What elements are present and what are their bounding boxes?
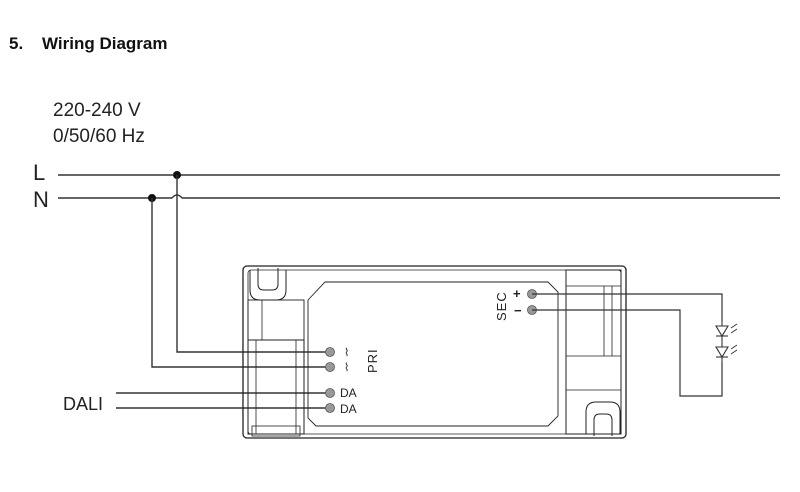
driver-housing (242, 265, 627, 439)
pri-terminal-1 (325, 347, 335, 357)
housing-outline (242, 265, 627, 439)
section-heading: 5. Wiring Diagram (9, 34, 167, 54)
dali-terminal-label-1: DA (340, 386, 357, 400)
sec-plus-sign: + (513, 286, 521, 301)
supply-voltage: 220-240 V (53, 100, 141, 121)
led-1-icon (715, 321, 738, 347)
pri-terminal-2 (325, 362, 335, 372)
supply-frequency: 0/50/60 Hz (53, 126, 145, 147)
sec-plus-wire (532, 293, 723, 321)
live-label: L (33, 160, 45, 185)
pri-label: PRI (365, 348, 380, 373)
section-title: Wiring Diagram (42, 34, 168, 53)
dali-terminal-label-2: DA (340, 402, 357, 416)
label-panel (307, 281, 559, 427)
sec-label: SEC (494, 291, 509, 321)
led-2-icon (715, 344, 738, 362)
neutral-label: N (33, 187, 49, 212)
sec-minus-wire (532, 309, 723, 397)
dali-label: DALI (63, 394, 103, 414)
pri-terminal-symbol-2: ⌇ (344, 362, 349, 374)
pri-terminal-symbol-1: ⌇ (344, 347, 349, 359)
section-number: 5. (9, 34, 24, 53)
neutral-drop-wire (151, 198, 330, 368)
dali-terminal-2 (325, 403, 335, 413)
dali-terminal-1 (325, 388, 335, 398)
live-drop-wire (176, 175, 330, 353)
sec-minus-sign: − (514, 303, 522, 318)
